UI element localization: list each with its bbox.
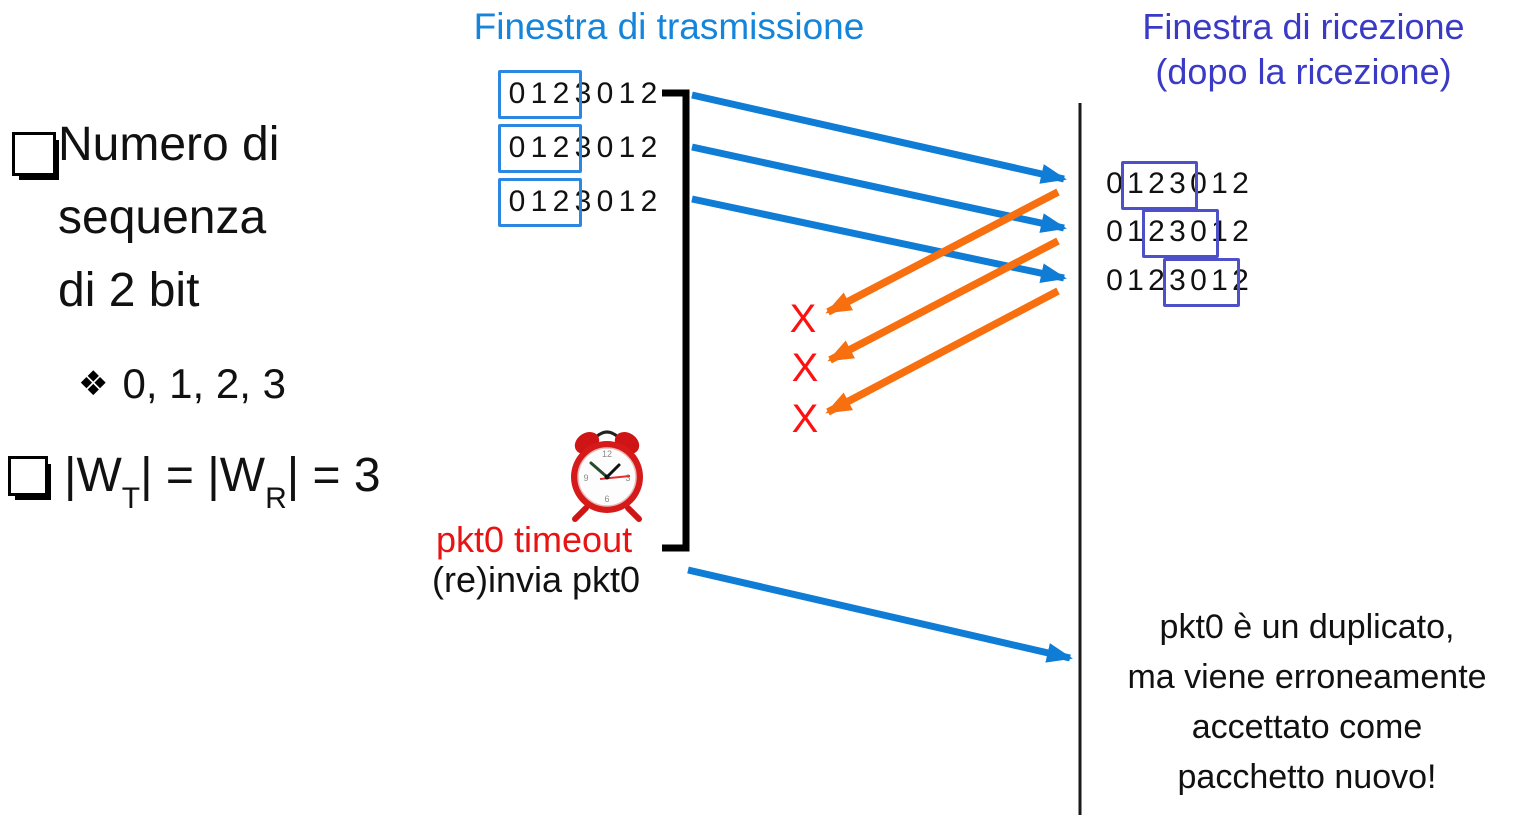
rx-window-title-line1: Finestra di ricezione: [1142, 6, 1465, 47]
bullet-window-size: |WT| = |WR| = 3: [8, 448, 381, 515]
seq-digit: 3: [574, 77, 592, 110]
bullet-seq-number: Numero di sequenza di 2 bit: [58, 108, 279, 327]
seq-digit: 2: [552, 77, 570, 110]
seq-digit: 1: [1127, 215, 1144, 248]
seq-digit: 1: [618, 77, 636, 110]
duplicate-note-line4: pacchetto nuovo!: [1177, 758, 1437, 796]
seq-digit: 1: [530, 185, 548, 218]
seq-digit: 2: [1148, 167, 1165, 200]
svg-text:6: 6: [604, 494, 609, 504]
tx-window-box: [498, 70, 582, 119]
seq-digit: 2: [1232, 215, 1249, 248]
formula-part: |W: [64, 449, 122, 502]
seq-digit: 1: [530, 131, 548, 164]
seq-digit: 1: [1127, 264, 1144, 297]
seq-digit: 1: [1211, 215, 1228, 248]
seq-digit: 2: [640, 77, 658, 110]
shadowed-square-bullet-icon: [8, 456, 48, 496]
shadowed-square-bullet-icon: [12, 132, 56, 176]
rx-window-box: [1142, 209, 1219, 258]
diamond-bullet-icon: ❖: [78, 365, 109, 403]
seq-digit: 0: [1106, 215, 1123, 248]
seq-digit: 0: [596, 185, 614, 218]
sub-bullet-seq-values: ❖ 0, 1, 2, 3: [78, 360, 286, 408]
seq-digit: 1: [530, 77, 548, 110]
seq-digit: 2: [1232, 167, 1249, 200]
seq-digit: 3: [1169, 264, 1186, 297]
seq-digit: 2: [552, 131, 570, 164]
seq-digit: 2: [1148, 264, 1165, 297]
resend-label: (re)invia pkt0: [432, 559, 641, 600]
seq-digit: 0: [1190, 167, 1207, 200]
duplicate-note-line3: accettato come: [1191, 708, 1423, 746]
alarm-clock-icon: 12 3 6 9: [571, 430, 643, 522]
timeout-label: pkt0 timeout: [436, 519, 633, 560]
seq-digit: 2: [552, 185, 570, 218]
seq-digit: 3: [1169, 215, 1186, 248]
packet-loss-marker-1: X: [789, 297, 817, 341]
formula-subscript-r: R: [265, 481, 287, 515]
seq-digit: 3: [574, 185, 592, 218]
ack-arrow-2: [827, 237, 1060, 364]
tx-window-box: [498, 124, 582, 173]
seq-digit: 1: [618, 185, 636, 218]
bullet-seq-number-line1: Numero di: [58, 118, 280, 171]
seq-digit: 0: [1190, 264, 1207, 297]
svg-text:9: 9: [583, 473, 588, 483]
seq-digit: 0: [596, 77, 614, 110]
rx-window-title-line2: (dopo la ricezione): [1155, 51, 1452, 92]
seq-digit: 3: [574, 131, 592, 164]
formula-part: | = |W: [140, 449, 266, 502]
seq-digit: 1: [1211, 264, 1228, 297]
retransmit-arrow: [687, 566, 1073, 663]
duplicate-note-line2: ma viene erroneamente: [1127, 658, 1487, 696]
rx-window-title: Finestra di ricezione (dopo la ricezione…: [1075, 4, 1532, 94]
seq-digit: 1: [1211, 167, 1228, 200]
seq-digit: 0: [508, 185, 526, 218]
seq-digit: 2: [640, 131, 658, 164]
rx-window-box: [1163, 258, 1240, 307]
formula-subscript-t: T: [121, 481, 141, 515]
formula-part: | = 3: [286, 449, 381, 502]
packet-loss-marker-3: X: [791, 397, 819, 441]
svg-text:3: 3: [625, 473, 630, 483]
timeout-bracket: [662, 89, 690, 552]
packet-arrow-3: [691, 195, 1067, 284]
seq-digit: 1: [1127, 167, 1144, 200]
seq-digit: 0: [596, 131, 614, 164]
bullet-seq-number-line2: sequenza: [58, 191, 267, 244]
rx-window-box: [1121, 161, 1198, 210]
window-size-formula: |WT| = |WR| = 3: [64, 448, 381, 515]
tx-window-title: Finestra di trasmissione: [473, 6, 865, 47]
seq-digit: 2: [1232, 264, 1249, 297]
seq-digit: 0: [1106, 167, 1123, 200]
seq-digit: 3: [1169, 167, 1186, 200]
packet-arrow-1: [691, 91, 1067, 184]
seq-values-text: 0, 1, 2, 3: [122, 360, 286, 407]
seq-digit: 2: [640, 185, 658, 218]
tx-window-box: [498, 178, 582, 227]
seq-digit: 0: [508, 77, 526, 110]
duplicate-note-line1: pkt0 è un duplicato,: [1159, 608, 1455, 646]
packet-loss-marker-2: X: [791, 346, 819, 390]
ack-arrow-3: [825, 287, 1060, 416]
packet-arrow-2: [691, 143, 1067, 233]
ack-arrow-1: [825, 188, 1060, 316]
seq-digit: 0: [508, 131, 526, 164]
duplicate-note: pkt0 è un duplicato, ma viene erroneamen…: [1082, 602, 1532, 802]
svg-text:12: 12: [602, 449, 612, 459]
bullet-seq-number-line3: di 2 bit: [58, 264, 200, 317]
seq-digit: 0: [1190, 215, 1207, 248]
seq-digit: 0: [1106, 264, 1123, 297]
seq-digit: 1: [618, 131, 636, 164]
seq-digit: 2: [1148, 215, 1165, 248]
